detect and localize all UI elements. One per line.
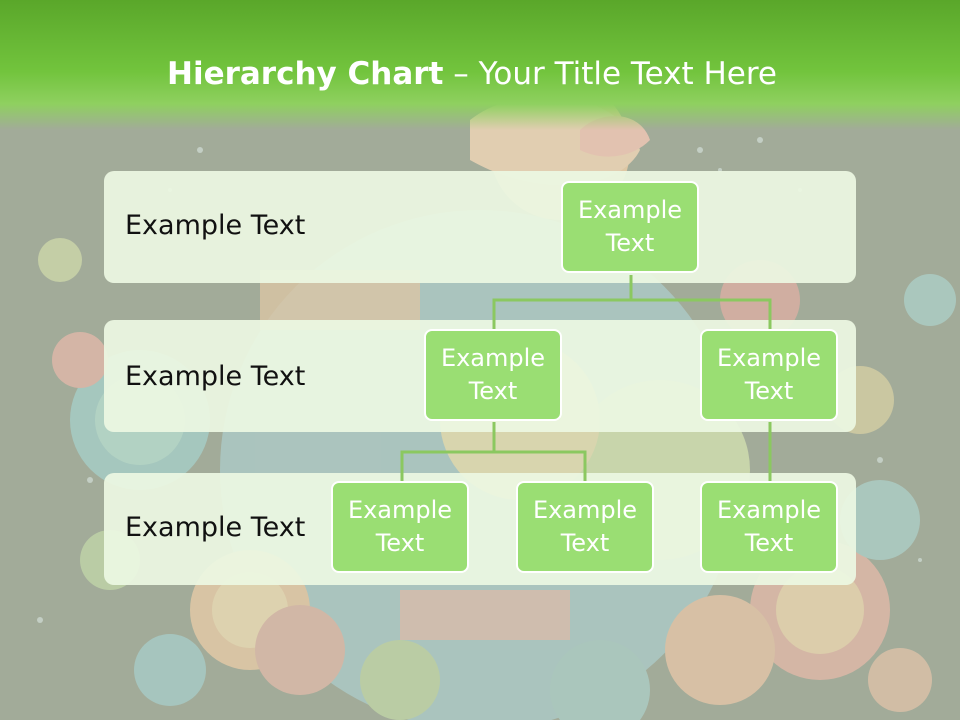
edge-mid-left-leaf-1 [400,422,496,482]
title-rest: Your Title Text Here [478,56,777,92]
node-mid-left[interactable]: Example Text [424,329,562,421]
level-label-3: Example Text [125,512,306,543]
level-band-1: Example Text [104,171,856,283]
node-root[interactable]: Example Text [561,181,699,273]
edge-root-mid-left [492,275,633,330]
node-leaf-1[interactable]: Example Text [331,481,469,573]
node-mid-right[interactable]: Example Text [700,329,838,421]
node-leaf-2[interactable]: Example Text [516,481,654,573]
header-bar [0,0,960,130]
level-label-2: Example Text [125,361,306,392]
slide-title: Hierarchy Chart – Your Title Text Here [0,54,944,94]
edge-mid-left-leaf-2 [494,450,587,482]
level-label-1: Example Text [125,210,306,241]
node-leaf-3[interactable]: Example Text [700,481,838,573]
title-main: Hierarchy Chart [167,56,444,92]
title-separator: – [443,56,479,92]
edge-root-mid-right [631,298,772,330]
